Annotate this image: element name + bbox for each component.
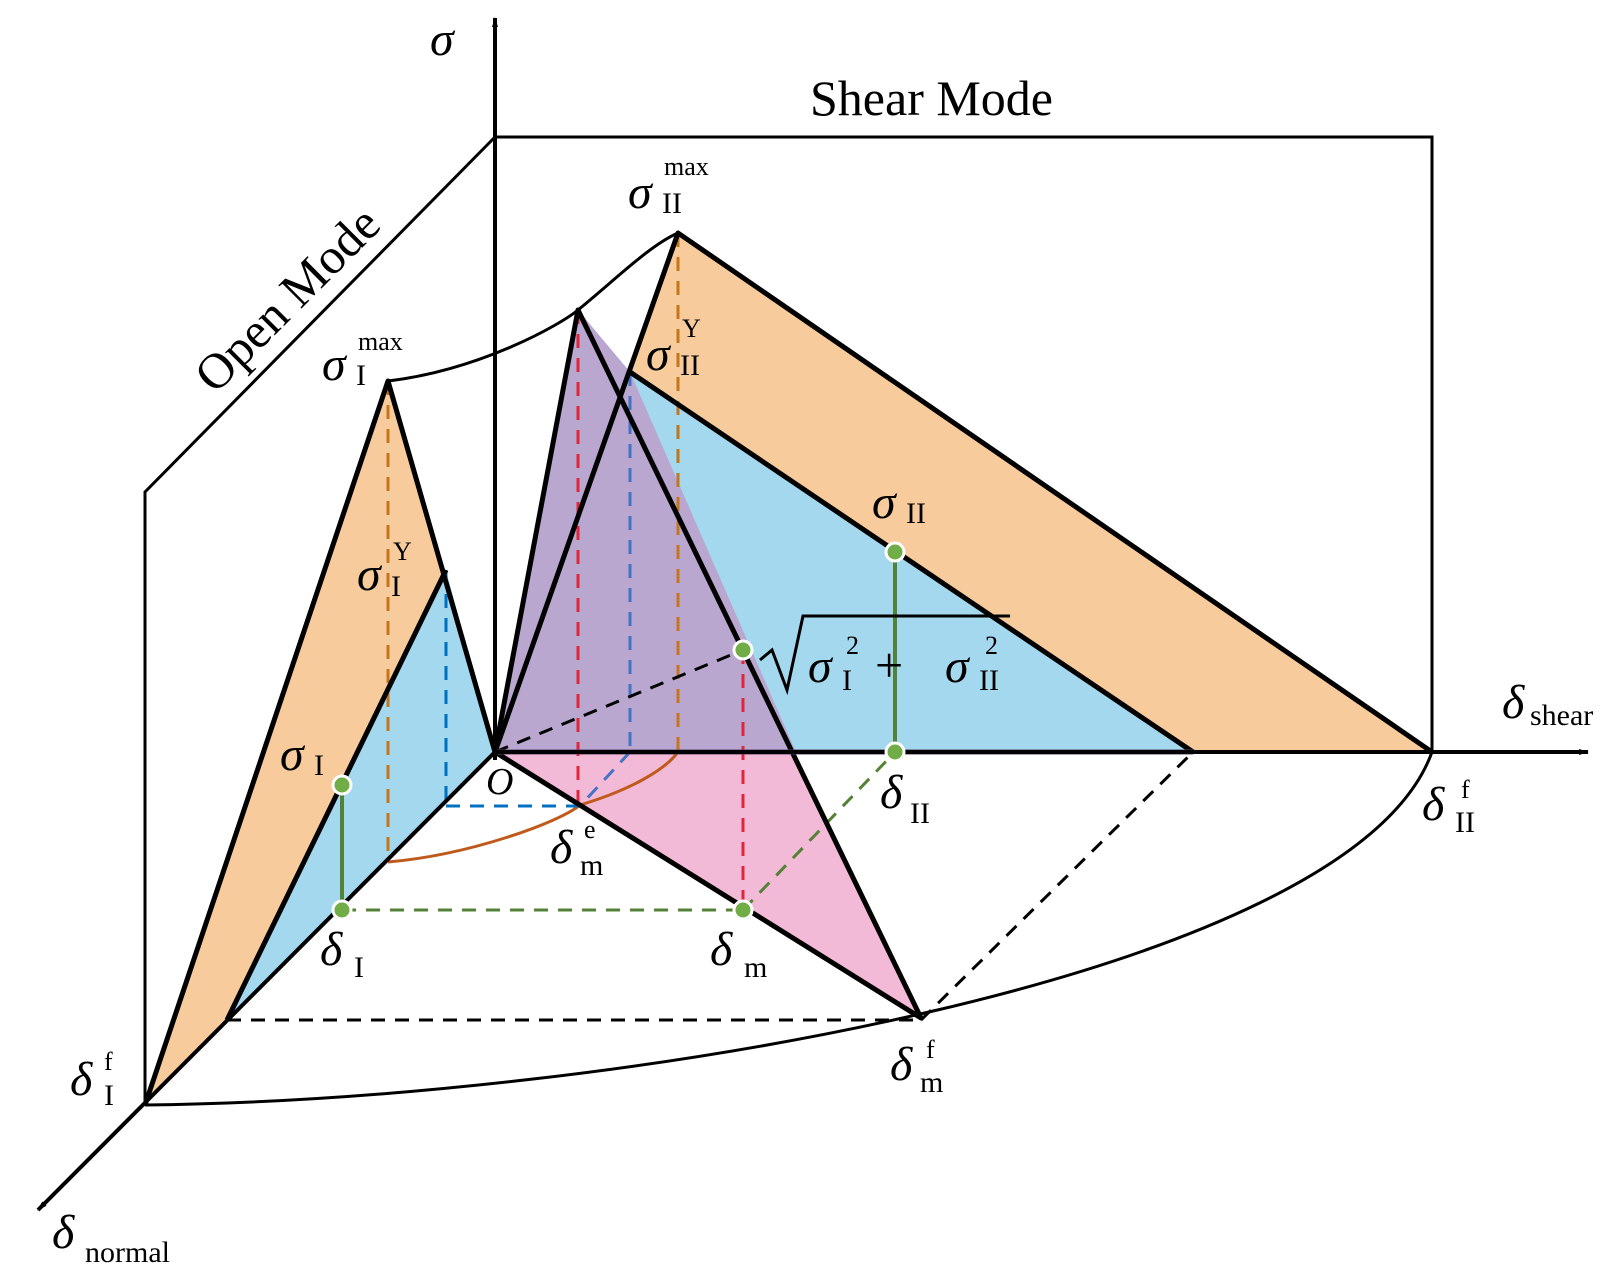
- sigma-I-dot: [331, 774, 353, 796]
- svg-text:e: e: [584, 815, 596, 844]
- open-orange-outline: [142, 378, 498, 1106]
- svg-text:II: II: [906, 497, 926, 530]
- svg-text:m: m: [920, 1066, 943, 1099]
- svg-text:σ: σ: [357, 548, 383, 601]
- delta-II-dot: [884, 741, 906, 763]
- svg-text:δ: δ: [550, 821, 573, 874]
- delta-normal-axis-label: δ normal: [52, 1206, 170, 1269]
- sigma-II-max-label: σ II max: [628, 152, 709, 220]
- svg-text:σ: σ: [872, 476, 898, 529]
- shear-mode-frame: [495, 135, 1434, 752]
- shear-blue-outline: [628, 369, 1195, 755]
- blue-diag-dash: [578, 750, 632, 808]
- svg-text:f: f: [1461, 775, 1470, 804]
- svg-text:σ: σ: [628, 166, 654, 219]
- svg-text:f: f: [926, 1035, 935, 1064]
- svg-text:II: II: [1455, 806, 1475, 839]
- delta-II-label: δ II: [880, 766, 930, 830]
- shear-orange-outline: [492, 230, 1434, 755]
- sigma-II-dot: [884, 541, 906, 563]
- svg-text:Y: Y: [393, 537, 412, 566]
- mixed-overlap-region: [495, 310, 796, 752]
- svg-text:δ: δ: [320, 923, 343, 976]
- svg-text:δ: δ: [1502, 676, 1525, 729]
- delta-I-f-label: δ I f: [70, 1047, 114, 1112]
- resultant-stress-expression: σ I 2 + σ II 2: [808, 631, 999, 697]
- sigma-I-label: σ I: [280, 728, 324, 782]
- sigma-II-Y-label: σ II Y: [646, 314, 701, 382]
- sqrt-radical: [759, 614, 1010, 696]
- svg-text:σ: σ: [808, 640, 834, 693]
- delta-m-f-label: δ m f: [890, 1035, 943, 1099]
- svg-text:I: I: [104, 1079, 114, 1112]
- svg-text:+: +: [875, 637, 903, 693]
- svg-text:δ: δ: [52, 1206, 75, 1259]
- delta-normal-axis: [36, 750, 497, 1212]
- svg-text:2: 2: [985, 631, 998, 660]
- delta-m-to-delta-II-dash: [741, 750, 897, 912]
- svg-text:max: max: [664, 152, 709, 181]
- svg-text:Y: Y: [682, 314, 701, 343]
- sigma-I-Y-label: σ I Y: [357, 537, 412, 603]
- delta-II-f-label: δ II f: [1422, 775, 1475, 839]
- delta-I-dot: [331, 899, 353, 921]
- svg-text:II: II: [680, 349, 700, 382]
- delta-m-dot: [732, 899, 754, 921]
- resultant-dot: [732, 639, 754, 661]
- svg-text:σ: σ: [280, 728, 306, 781]
- delta-m-e-label: δ m e: [550, 815, 603, 882]
- open-blue-triangle: [227, 570, 495, 1020]
- svg-text:δ: δ: [1422, 778, 1445, 831]
- svg-text:I: I: [354, 951, 364, 984]
- svg-text:II: II: [910, 797, 930, 830]
- svg-text:I: I: [356, 359, 366, 392]
- svg-text:f: f: [104, 1047, 113, 1076]
- sigma-axis-label: σ: [430, 13, 456, 66]
- svg-text:δ: δ: [710, 923, 733, 976]
- svg-text:I: I: [842, 664, 852, 697]
- svg-text:δ: δ: [70, 1053, 93, 1106]
- svg-text:m: m: [744, 951, 767, 984]
- delta-m-label: δ m: [710, 923, 767, 984]
- svg-text:II: II: [979, 664, 999, 697]
- delta-mf-to-shear-dash: [919, 750, 1195, 1022]
- svg-text:σ: σ: [646, 328, 672, 381]
- open-orange-triangle: [145, 381, 495, 1105]
- shear-mode-title: Shear Mode: [810, 70, 1053, 126]
- origin-label: O: [486, 761, 513, 803]
- open-blue-outline: [224, 568, 449, 1022]
- svg-text:σ: σ: [322, 338, 348, 391]
- svg-text:I: I: [391, 570, 401, 603]
- delta-I-label: δ I: [320, 923, 364, 984]
- svg-text:shear: shear: [1530, 699, 1593, 732]
- svg-text:I: I: [314, 749, 324, 782]
- svg-text:normal: normal: [85, 1236, 170, 1269]
- svg-text:2: 2: [846, 631, 859, 660]
- delta-shear-axis-label: δ shear: [1502, 676, 1593, 732]
- sigma-II-label: σ II: [872, 476, 926, 530]
- svg-text:II: II: [662, 187, 682, 220]
- svg-text:σ: σ: [945, 640, 971, 693]
- mixed-pink-outline: [492, 307, 924, 1021]
- svg-text:max: max: [358, 327, 403, 356]
- svg-text:δ: δ: [880, 766, 903, 819]
- svg-text:δ: δ: [890, 1038, 913, 1091]
- resultant-dash: [494, 648, 744, 754]
- delta-e-arc: [387, 751, 680, 864]
- svg-text:m: m: [580, 849, 603, 882]
- open-mode-frame: [143, 135, 497, 1105]
- sigma-I-max-label: σ I max: [322, 327, 403, 392]
